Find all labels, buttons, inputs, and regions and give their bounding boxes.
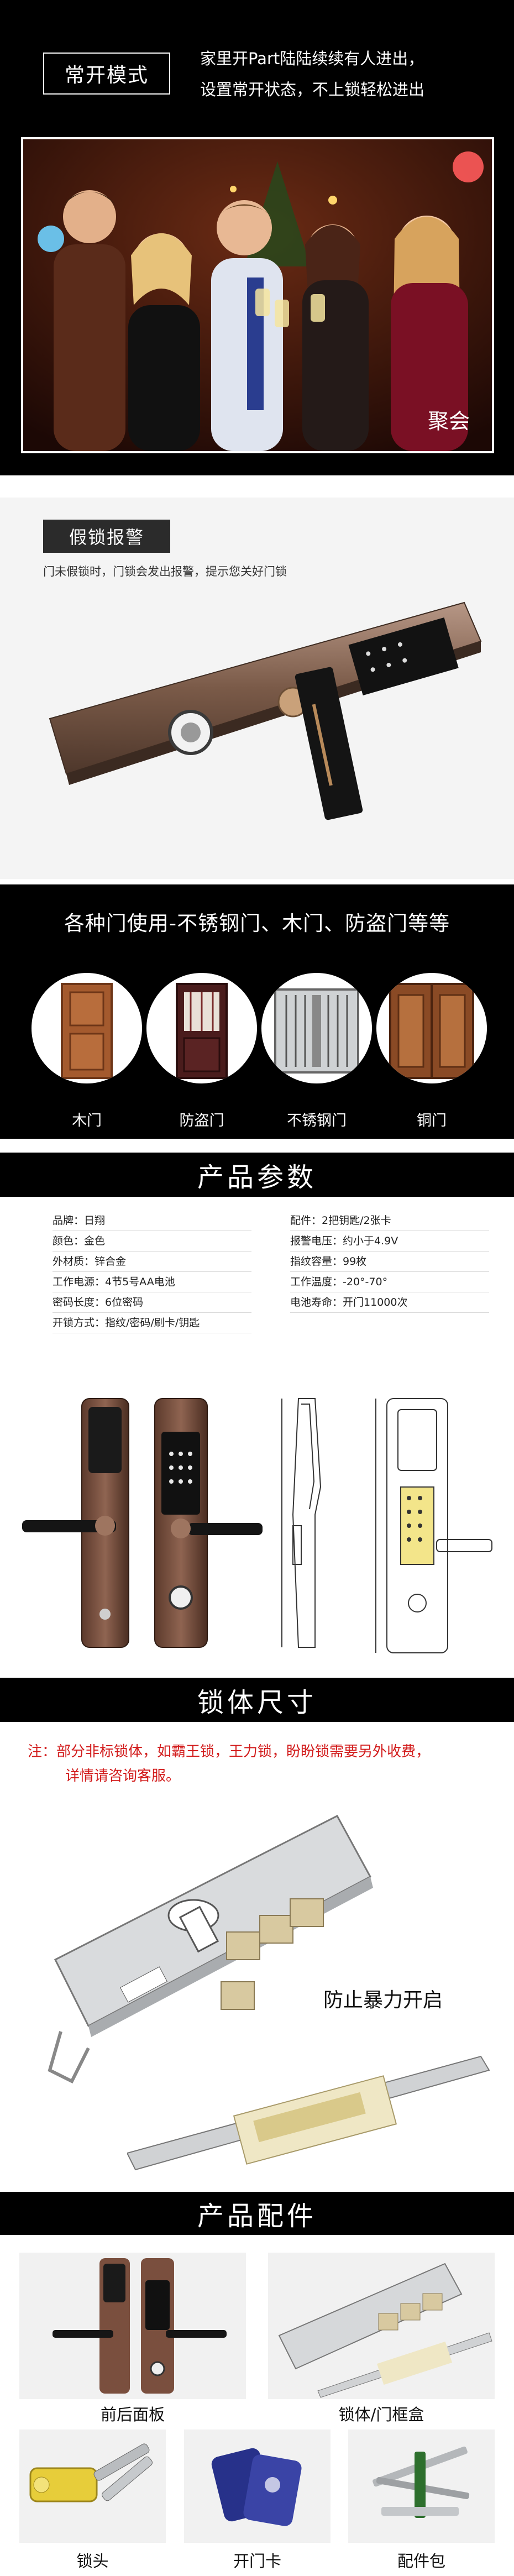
lock-body-note-line2: 详情请咨询客服。 bbox=[65, 1768, 181, 1784]
door-types-section: 各种门使用-不锈钢门、木门、防盗门等等 木门 防盗门 不锈钢门 bbox=[0, 884, 514, 1139]
lock-front-back-image bbox=[22, 1398, 263, 1648]
door-steel-label: 不锈钢门 bbox=[287, 1112, 347, 1129]
lock-body-note-line1: 注：部分非标锁体，如霸王锁，王力锁，盼盼锁需要另外收费， bbox=[28, 1743, 431, 1760]
door-copper-label: 铜门 bbox=[417, 1112, 447, 1129]
param-row: 配件：2把钥匙/2张卡 bbox=[290, 1211, 489, 1231]
accessories-section: 前后面板 锁体/门框盒 锁头 开门卡 bbox=[0, 2236, 514, 2576]
accessory-lockbody-label: 锁体/门框盒 bbox=[338, 2405, 424, 2424]
accessory-cylinder-label: 锁头 bbox=[76, 2552, 109, 2570]
params-right-column: 配件：2把钥匙/2张卡 报警电压：约小于4.9V 指纹容量：99枚 工作温度：-… bbox=[290, 1211, 489, 1313]
accessory-kit-label: 配件包 bbox=[397, 2552, 445, 2570]
party-photo-label: 聚会 bbox=[427, 409, 470, 433]
param-row: 开锁方式：指纹/密码/刷卡/钥匙 bbox=[53, 1313, 251, 1333]
door-wood-label: 木门 bbox=[72, 1112, 102, 1129]
open-mode-section: 常开模式 家里开Part陆陆续续有人进出， 设置常开状态，不上锁轻松进出 bbox=[0, 0, 514, 475]
lock-body-title: 锁体尺寸 bbox=[197, 1687, 317, 1718]
door-security-image bbox=[146, 973, 257, 1083]
param-row: 报警电压：约小于4.9V bbox=[290, 1231, 489, 1252]
param-row: 外材质：锌合金 bbox=[53, 1252, 251, 1272]
anti-force-feature: 防止暴力开启 bbox=[323, 1989, 443, 2012]
party-illustration bbox=[23, 139, 492, 451]
lock-technical-drawing bbox=[281, 1398, 492, 1653]
open-mode-description: 家里开Part陆陆续续有人进出， 设置常开状态，不上锁轻松进出 bbox=[200, 43, 499, 105]
accessory-panels-label: 前后面板 bbox=[100, 2405, 165, 2424]
param-row: 指纹容量：99枚 bbox=[290, 1252, 489, 1272]
param-row: 品牌：日翔 bbox=[53, 1211, 251, 1231]
open-mode-desc-line1: 家里开Part陆陆续续有人进出， bbox=[200, 49, 424, 68]
alarm-description: 门未假锁时，门锁会发出报警，提示您关好门锁 bbox=[43, 565, 287, 578]
params-title: 产品参数 bbox=[197, 1162, 317, 1193]
lock-body-note: 注：部分非标锁体，如霸王锁，王力锁，盼盼锁需要另外收费， 详情请咨询客服。 bbox=[28, 1740, 492, 1788]
alarm-section: 假锁报警 门未假锁时，门锁会发出报警，提示您关好门锁 bbox=[0, 498, 514, 879]
open-mode-desc-line2: 设置常开状态，不上锁轻松进出 bbox=[200, 80, 425, 99]
mortise-lock-image bbox=[48, 1815, 373, 2084]
lock-angled-product-image bbox=[49, 601, 482, 820]
door-copper-image bbox=[376, 973, 487, 1083]
params-left-column: 品牌：日翔 颜色：金色 外材质：锌合金 工作电源：4节5号AA电池 密码长度：6… bbox=[53, 1211, 251, 1333]
alarm-badge: 假锁报警 bbox=[43, 520, 170, 553]
accessory-card-image bbox=[184, 2430, 331, 2543]
lock-body-section: 注：部分非标锁体，如霸王锁，王力锁，盼盼锁需要另外收费， 详情请咨询客服。 防止… bbox=[0, 1727, 514, 2186]
accessory-card-label: 开门卡 bbox=[233, 2552, 281, 2570]
param-row: 工作温度：-20°-70° bbox=[290, 1272, 489, 1292]
param-row: 密码长度：6位密码 bbox=[53, 1292, 251, 1313]
param-row: 电池寿命：开门11000次 bbox=[290, 1292, 489, 1313]
party-photo: 聚会 bbox=[21, 137, 494, 453]
lock-body-banner: 锁体尺寸 bbox=[0, 1678, 514, 1722]
param-row: 工作电源：4节5号AA电池 bbox=[53, 1272, 251, 1292]
accessory-cylinder-image bbox=[19, 2430, 166, 2543]
door-security-label: 防盗门 bbox=[179, 1112, 224, 1129]
accessories-title: 产品配件 bbox=[197, 2201, 317, 2232]
door-frame-box-image bbox=[127, 2055, 490, 2171]
door-steel-image bbox=[261, 973, 372, 1083]
accessory-lockbody-image bbox=[268, 2253, 495, 2399]
params-banner: 产品参数 bbox=[0, 1153, 514, 1197]
accessories-banner: 产品配件 bbox=[0, 2192, 514, 2235]
params-section: 品牌：日翔 颜色：金色 外材质：锌合金 工作电源：4节5号AA电池 密码长度：6… bbox=[0, 1202, 514, 1689]
accessory-panels-image bbox=[19, 2253, 246, 2399]
door-wood-image bbox=[32, 973, 142, 1083]
param-row: 颜色：金色 bbox=[53, 1231, 251, 1252]
door-types-title: 各种门使用-不锈钢门、木门、防盗门等等 bbox=[64, 912, 450, 935]
accessory-kit-image bbox=[348, 2430, 495, 2543]
open-mode-badge: 常开模式 bbox=[43, 53, 170, 95]
